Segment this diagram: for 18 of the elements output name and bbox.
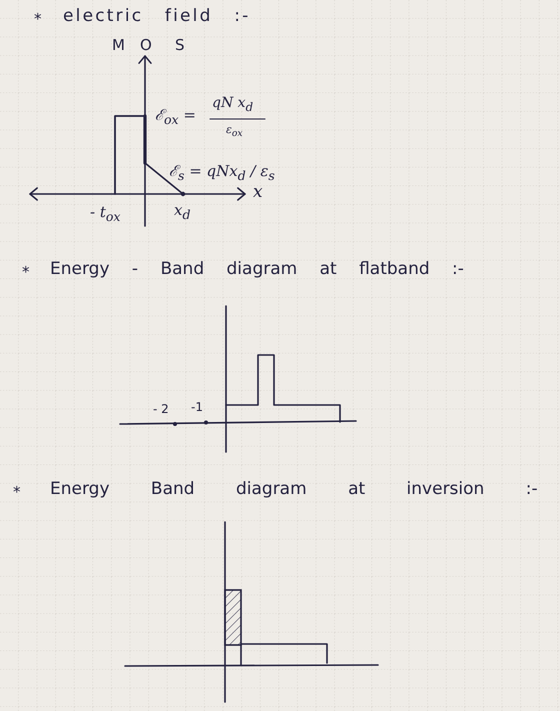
equation-text: ε$_{ox}$ [226, 123, 243, 140]
bullet-mark: * [22, 262, 30, 281]
layer-label: S [175, 36, 185, 54]
layer-label: O [140, 36, 152, 54]
equation-text: ℰ$_{ox}$ = [155, 106, 196, 127]
axis-label: x$_{d}$ [174, 200, 190, 222]
tick-label: -1 [191, 400, 203, 414]
bullet-mark: * [13, 482, 20, 501]
bullet-mark: * [34, 10, 42, 28]
section-heading: electric field :- [63, 6, 250, 27]
section-heading: Energy Band diagram at inversion :- [50, 479, 538, 500]
axis-label: - t$_{ox}$ [90, 202, 120, 224]
equation-text: qN x$_{d}$ [212, 95, 254, 114]
layer-label: M [112, 36, 125, 54]
section-heading: Energy - Band diagram at flatband :- [50, 259, 464, 280]
tick-label: - 2 [153, 402, 169, 416]
equation-text: ℰ$_{s}$ = qNx$_{d}$ / ε$_{s}$ [169, 162, 275, 183]
axis-label: x [253, 182, 263, 203]
